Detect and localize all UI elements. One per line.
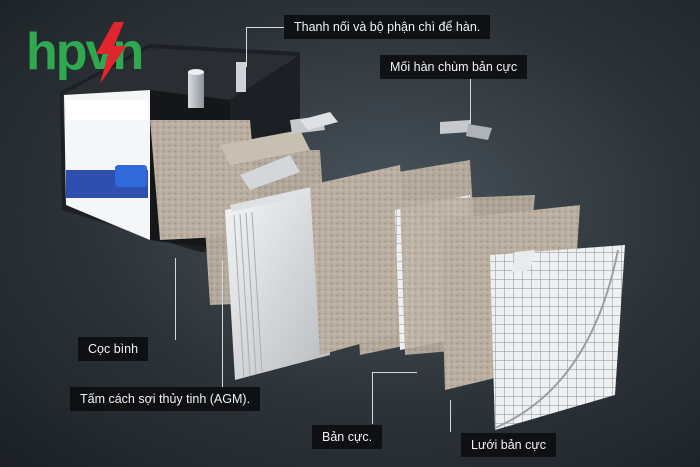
label-agm-separator: Tấm cách sợi thủy tinh (AGM). [70, 387, 261, 411]
logo-text: hpvn [26, 23, 144, 81]
leader-line-group-weld [470, 78, 471, 124]
label-group-weld: Mối hàn chùm bản cực [380, 55, 528, 79]
group-weld-lug [440, 120, 492, 140]
leader-line-terminal [175, 258, 176, 340]
leader-line-top-strap-vertical [246, 27, 247, 67]
label-grid: Lưới bản cực [461, 433, 556, 457]
lightning-bolt-icon [96, 22, 126, 84]
leader-line-grid [450, 400, 451, 432]
grid-plate [490, 245, 625, 430]
plate-block [225, 155, 330, 380]
leader-line-top-strap [246, 27, 284, 28]
label-plate: Bản cực. [312, 425, 383, 449]
label-terminal: Cọc bình [78, 337, 149, 361]
leader-line-plate-horizontal [372, 372, 417, 373]
leader-line-agm [222, 260, 223, 390]
top-strap [290, 112, 338, 134]
brand-logo: hpvn [26, 22, 154, 84]
leader-line-plate [372, 372, 373, 424]
label-top-strap: Thanh nối và bộ phận chì để hàn. [284, 15, 491, 39]
